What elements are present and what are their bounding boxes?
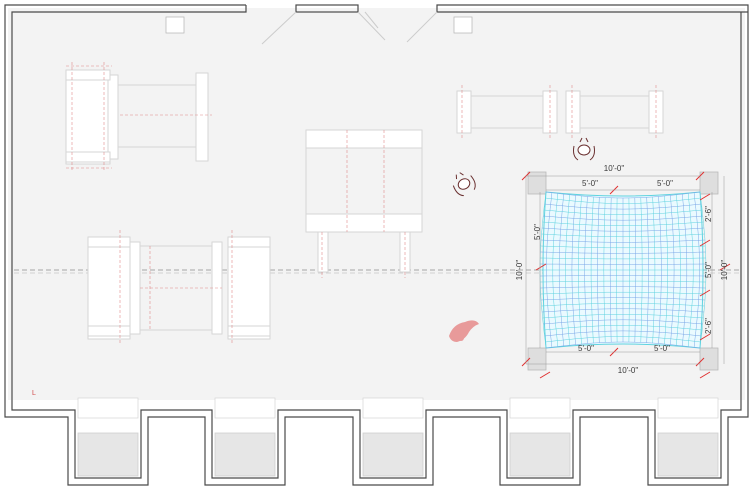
person-top-view-icon-2 [452,172,476,197]
furniture-group-top-left [65,69,209,165]
exterior-walls [4,4,749,486]
dim-left-total: 10'-0" [515,260,524,281]
mesh-line-horizontal [539,263,707,265]
mesh-line-horizontal [544,203,702,210]
mesh-line-horizontal [540,280,706,283]
dim-right-half: 5'-0" [704,262,713,278]
dim-right-small-bottom: 2'-6" [704,318,713,334]
mesh-line-horizontal [540,245,706,249]
mesh-line-horizontal [545,336,701,343]
mesh-line-horizontal [541,308,705,313]
mesh-line-horizontal [541,297,705,301]
mesh-line-horizontal [544,330,702,337]
mesh-line-horizontal [543,209,703,215]
mesh-line-horizontal [541,227,705,232]
dim-top-right-half: 5'-0" [657,179,673,188]
mesh-line-horizontal [540,291,706,295]
mesh-platform [527,171,719,371]
dim-top-left-half: 5'-0" [582,179,598,188]
mesh-line-horizontal [545,341,701,349]
dim-left-half: 5'-0" [533,224,542,240]
wall-pillars [165,16,473,34]
door-swings [261,11,438,45]
mesh-line-horizontal [541,233,705,238]
dim-bottom-right-half: 5'-0" [654,344,670,353]
dim-top-total: 10'-0" [604,164,625,173]
mesh-line-horizontal [540,257,706,260]
mesh-line-horizontal [541,239,705,243]
dim-right-small-top: 2'-6" [704,206,713,222]
dimension-lines [525,175,725,365]
mesh-line-horizontal [545,197,701,204]
hidden-lines-bottom-left [119,230,233,345]
mesh-line-horizontal [543,319,703,325]
corner-mark: L [32,390,36,397]
hidden-lines-center [321,130,406,278]
mesh-line-horizontal [542,221,704,226]
hidden-lines-top-right [461,85,657,138]
person-lying-icon [449,320,479,342]
mesh-line-horizontal [542,314,704,319]
window-alcoves [77,432,719,477]
mesh-grid [539,191,707,349]
dim-right-total: 10'-0" [720,260,729,281]
mesh-line-horizontal [543,215,703,221]
alcove-benches [77,397,719,419]
mesh-line-horizontal [543,325,703,331]
mesh-line-horizontal [545,191,701,199]
person-top-view-icon [573,137,595,161]
hidden-lines-top-left [66,62,212,172]
mesh-line-horizontal [541,302,705,307]
mesh-line-horizontal [539,275,707,277]
dim-bottom-total: 10'-0" [618,366,639,375]
mesh-line-horizontal [540,251,706,254]
mesh-line-horizontal [540,286,706,289]
dim-bottom-left-half: 5'-0" [578,344,594,353]
